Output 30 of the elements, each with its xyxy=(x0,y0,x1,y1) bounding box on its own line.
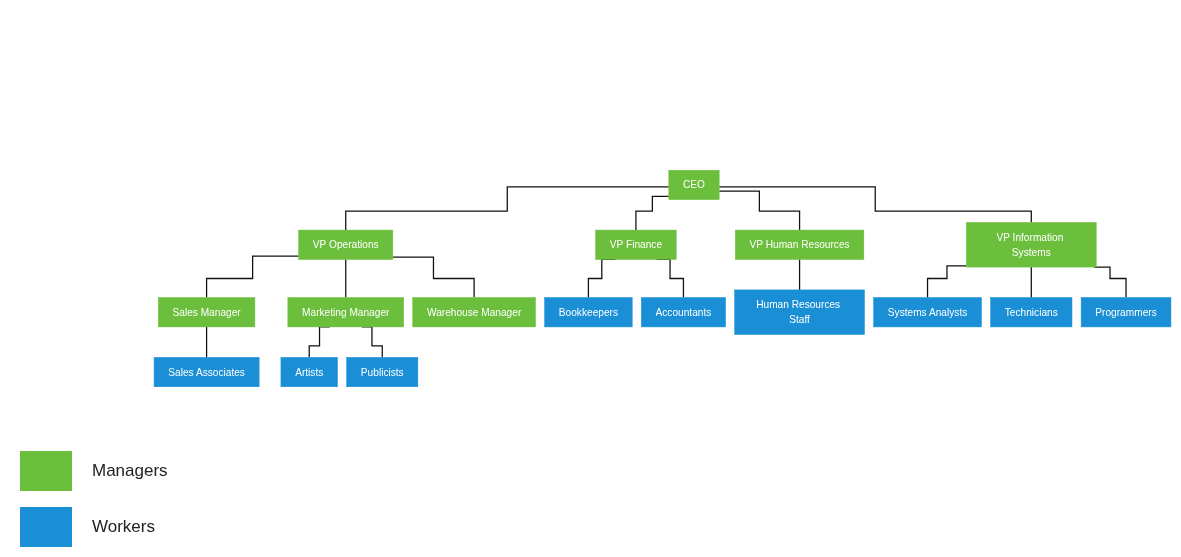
node-box: Warehouse Manager xyxy=(412,297,536,328)
connector xyxy=(718,186,1032,224)
connector xyxy=(798,258,801,291)
node-box: Marketing Manager xyxy=(287,297,404,328)
node-box: Sales Associates xyxy=(153,357,260,387)
connector xyxy=(205,326,208,358)
node-box: CEO xyxy=(668,170,720,200)
legend-label: Managers xyxy=(92,461,168,481)
connector xyxy=(392,256,475,299)
node-box: VP Information Systems xyxy=(966,222,1097,268)
connector xyxy=(926,265,968,299)
connector xyxy=(635,195,670,231)
legend-label: Workers xyxy=(92,517,155,537)
connector xyxy=(345,186,670,231)
node-box: Human Resources Staff xyxy=(734,289,865,335)
node-box: Bookkeepers xyxy=(544,297,633,328)
node-box: Sales Manager xyxy=(158,297,256,328)
node-box: VP Human Resources xyxy=(735,229,865,260)
connector xyxy=(345,258,347,299)
node-box: Publicists xyxy=(346,357,419,387)
node-box: VP Finance xyxy=(595,229,677,260)
node-box: Technicians xyxy=(990,297,1073,328)
node-box: Artists xyxy=(280,357,338,387)
connector xyxy=(205,255,300,299)
connector xyxy=(718,190,801,231)
node-box: VP Operations xyxy=(298,229,394,260)
node-box: Accountants xyxy=(641,297,726,328)
node-box: Systems Analysts xyxy=(873,297,982,328)
node-box: Programmers xyxy=(1080,297,1172,328)
connector xyxy=(1030,266,1032,299)
